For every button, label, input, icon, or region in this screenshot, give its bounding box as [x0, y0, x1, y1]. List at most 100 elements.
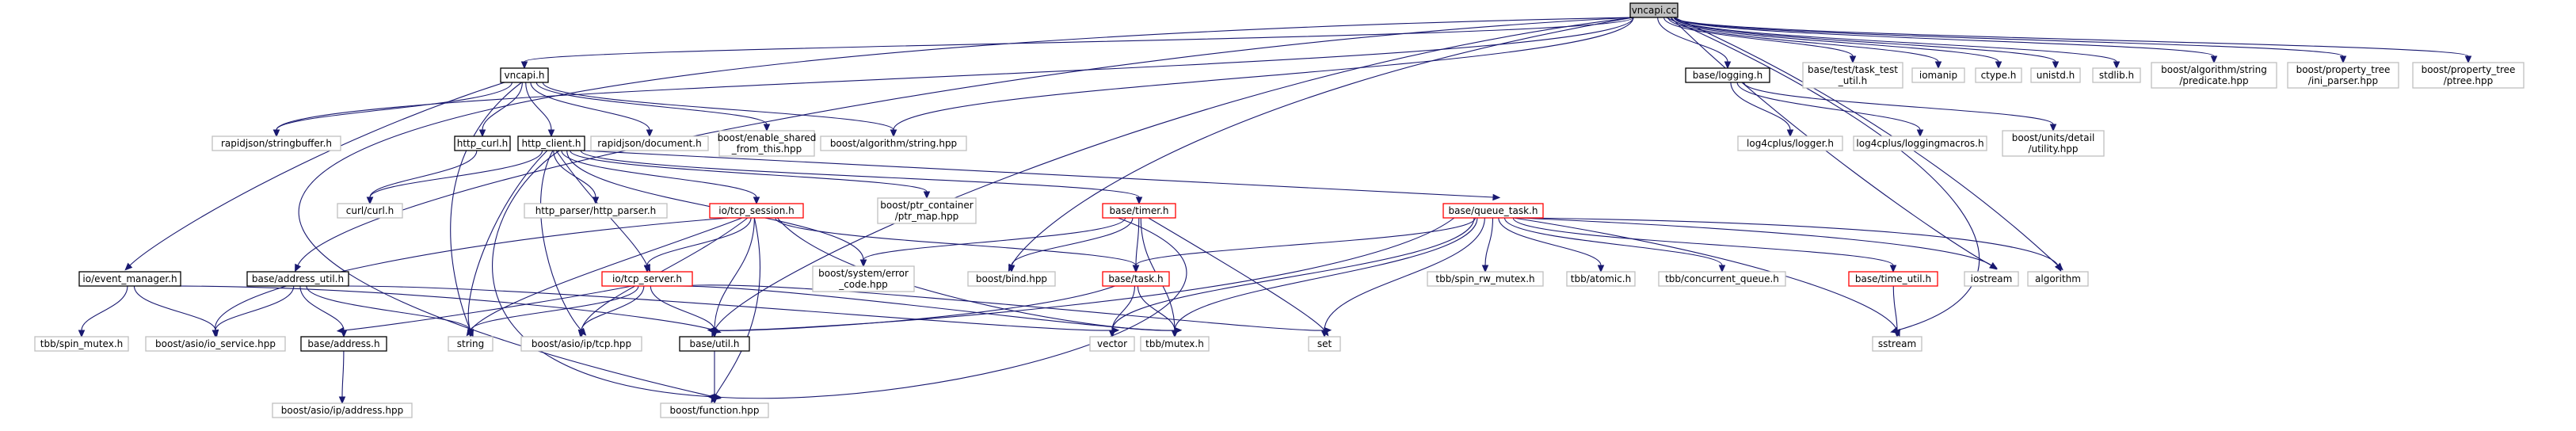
node-base_timer[interactable]: base/timer.h	[1102, 203, 1176, 219]
node-label: iostream	[1971, 273, 2013, 284]
node-bind_hpp[interactable]: boost/bind.hpp	[967, 271, 1056, 287]
node-concurrent_queue[interactable]: tbb/concurrent_queue.h	[1658, 271, 1786, 287]
node-enable_shared[interactable]: boost/enable_shared_from_this.hpp	[718, 130, 817, 157]
node-label: base/queue_task.h	[1449, 205, 1538, 216]
node-base_queue_task[interactable]: base/queue_task.h	[1442, 203, 1544, 219]
node-http_client[interactable]: http_client.h	[517, 135, 585, 151]
node-label: io/tcp_session.h	[718, 205, 794, 216]
edge-base_queue_task-to-tbb_atomic	[1498, 217, 1605, 273]
node-iomanip[interactable]: iomanip	[1911, 67, 1965, 83]
node-set[interactable]: set	[1308, 336, 1341, 352]
node-label: stdlib.h	[2099, 70, 2134, 81]
node-iostream[interactable]: iostream	[1964, 271, 2019, 287]
edge-base_logging-to-log4_macros	[1736, 82, 1924, 138]
node-ini_parser[interactable]: boost/property_tree/ini_parser.hpp	[2287, 62, 2399, 89]
node-asio_address[interactable]: boost/asio/ip/address.hpp	[272, 402, 413, 418]
node-sstream[interactable]: sstream	[1872, 336, 1922, 352]
node-label: tbb/mutex.h	[1145, 338, 1204, 349]
node-vncapi_cc[interactable]: vncapi.cc	[1629, 2, 1679, 18]
node-algo_string[interactable]: boost/algorithm/string.hpp	[820, 135, 967, 151]
node-box	[1629, 2, 1679, 18]
edge-vncapi_cc-to-iomanip	[1667, 17, 1942, 70]
edge-vncapi_cc-to-vncapi_h	[520, 17, 1634, 70]
node-log4_macros[interactable]: log4cplus/loggingmacros.h	[1853, 135, 1987, 151]
edge-http_client-to-string	[467, 150, 548, 338]
edge-time_util-to-sstream	[1892, 285, 1901, 338]
edge-address_util-to-base_address	[299, 285, 348, 338]
node-tbb_mutex[interactable]: tbb/mutex.h	[1140, 336, 1210, 352]
node-predicate[interactable]: boost/algorithm/string/predicate.hpp	[2151, 62, 2277, 89]
node-label: unistd.h	[2037, 70, 2075, 81]
edge-tcp_server-to-string	[467, 285, 639, 338]
edge-vncapi_cc-to-task_test_util	[1663, 17, 1857, 64]
node-spin_mutex[interactable]: tbb/spin_mutex.h	[34, 336, 129, 352]
node-box	[2151, 62, 2277, 89]
node-rapidjson_document[interactable]: rapidjson/document.h	[590, 135, 709, 151]
node-label: /utility.hpp	[2028, 143, 2078, 154]
node-time_util[interactable]: base/time_util.h	[1848, 271, 1938, 287]
node-log4_logger[interactable]: log4cplus/logger.h	[1737, 135, 1843, 151]
node-tcp_session[interactable]: io/tcp_session.h	[709, 203, 804, 219]
edge-http_curl-to-curl_h	[366, 150, 478, 205]
edge-base_queue_task-to-time_util	[1512, 217, 1897, 273]
edge-base_queue_task-to-algorithm	[1521, 217, 2062, 273]
node-stdlib[interactable]: stdlib.h	[2092, 67, 2141, 83]
node-label: boost/property_tree	[2296, 64, 2391, 75]
node-box	[211, 135, 341, 151]
node-spin_rw_mutex[interactable]: tbb/spin_rw_mutex.h	[1427, 271, 1544, 287]
node-string[interactable]: string	[448, 336, 493, 352]
node-base_address[interactable]: base/address.h	[300, 336, 387, 352]
node-box	[272, 402, 413, 418]
node-ptree[interactable]: boost/property_tree/ptree.hpp	[2412, 62, 2525, 89]
node-tbb_atomic[interactable]: tbb/atomic.h	[1566, 271, 1636, 287]
node-io_service[interactable]: boost/asio/io_service.hpp	[145, 336, 286, 352]
node-http_curl[interactable]: http_curl.h	[454, 135, 511, 151]
node-box	[1872, 336, 1922, 352]
edge-tcp_server-to-tbb_mutex	[673, 285, 1183, 334]
node-event_manager[interactable]: io/event_manager.h	[78, 271, 181, 287]
node-address_util[interactable]: base/address_util.h	[246, 271, 349, 287]
node-unistd[interactable]: unistd.h	[2030, 67, 2081, 83]
edge-event_manager-to-io_service	[133, 285, 219, 338]
node-box	[337, 203, 403, 219]
edge-vncapi_cc-to-stdlib	[1674, 17, 2121, 70]
node-box	[2287, 62, 2399, 89]
node-label: _from_this.hpp	[731, 143, 802, 154]
node-vector[interactable]: vector	[1089, 336, 1135, 352]
node-box	[1658, 271, 1786, 287]
node-units_utility[interactable]: boost/units/detail/utility.hpp	[2002, 130, 2105, 157]
node-asio_tcp[interactable]: boost/asio/ip/tcp.hpp	[520, 336, 642, 352]
node-task_test_util[interactable]: base/test/task_test_util.h	[1802, 62, 1903, 89]
node-algorithm[interactable]: algorithm	[2027, 271, 2089, 287]
node-base_logging[interactable]: base/logging.h	[1685, 67, 1770, 83]
node-box	[679, 336, 750, 352]
node-curl_h[interactable]: curl/curl.h	[337, 203, 403, 219]
edge-base_logging-to-log4_logger	[1730, 82, 1794, 138]
edge-http_client-to-asio_tcp	[539, 150, 587, 336]
node-ptr_map[interactable]: boost/ptr_container/ptr_map.hpp	[877, 197, 977, 224]
edge-tcp_server-to-asio_tcp	[577, 285, 645, 338]
node-box	[1140, 336, 1210, 352]
node-tcp_server[interactable]: io/tcp_server.h	[601, 271, 693, 287]
node-base_util[interactable]: base/util.h	[679, 336, 750, 352]
node-label: vector	[1097, 338, 1127, 349]
node-box	[2027, 271, 2089, 287]
node-label: string	[457, 338, 484, 349]
edge-base_task-to-base_util	[707, 285, 1115, 334]
edge-base_queue_task-to-base_task	[1132, 217, 1476, 273]
edge-vncapi_h-to-http_curl	[478, 82, 523, 138]
edge-vncapi_cc-to-address_util	[295, 17, 1634, 273]
node-label: boost/bind.hpp	[976, 273, 1047, 284]
node-base_task[interactable]: base/task.h	[1102, 271, 1170, 287]
edge-tcp_server-to-set	[680, 284, 1332, 334]
node-boost_function[interactable]: boost/function.hpp	[660, 402, 769, 418]
edge-base_logging-to-units_utility	[1743, 82, 2057, 132]
node-http_parser[interactable]: http_parser/http_parser.h	[524, 203, 668, 219]
edge-tcp_session-to-boost_function	[711, 217, 761, 403]
node-box	[520, 336, 642, 352]
node-error_code[interactable]: boost/system/error_code.hpp	[812, 265, 915, 292]
node-rapidjson_stringbuffer[interactable]: rapidjson/stringbuffer.h	[211, 135, 341, 151]
node-ctype[interactable]: ctype.h	[1975, 67, 2022, 83]
node-vncapi_h[interactable]: vncapi.h	[500, 67, 549, 83]
node-box	[300, 336, 387, 352]
